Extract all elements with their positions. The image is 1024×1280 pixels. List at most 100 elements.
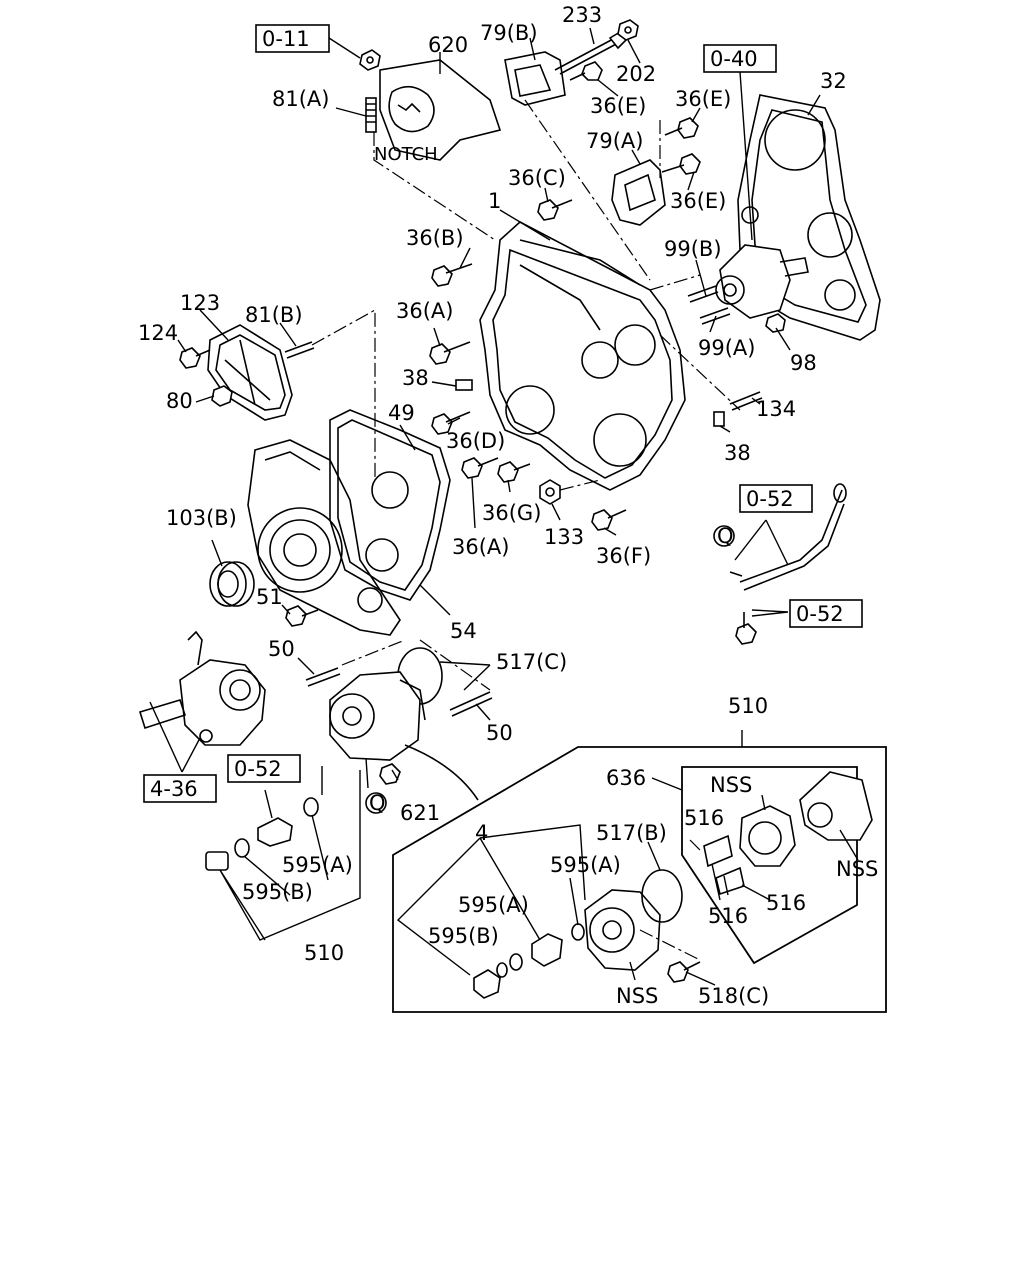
- label-36b: 36(B): [406, 226, 464, 250]
- svg-text:Q: Q: [717, 524, 734, 548]
- stud-99a: [699, 307, 731, 325]
- label-36f: 36(F): [596, 544, 651, 568]
- cover-123: [207, 324, 293, 421]
- label-123: 123: [180, 291, 220, 315]
- washer-595b-left: [234, 838, 250, 858]
- ref-box-0-52-left[interactable]: 0-52: [227, 754, 301, 783]
- label-124: 124: [138, 321, 178, 345]
- inset-rotor-nss: [739, 805, 796, 867]
- pin-38-left: [455, 379, 473, 391]
- svg-text:0-52: 0-52: [746, 487, 794, 511]
- nut-202-icon: [617, 19, 639, 41]
- inset-vacuum-pump: [584, 889, 661, 971]
- label-620: 620: [428, 33, 468, 57]
- seal-103b: [209, 561, 255, 607]
- inset-shaft-nss: [799, 771, 873, 841]
- label-595a-left: 595(A): [282, 853, 353, 877]
- vacuum-pump-left: [138, 630, 266, 746]
- nut-0-11-icon: [359, 49, 381, 71]
- label-595a-inset2: 595(A): [458, 893, 529, 917]
- label-202: 202: [616, 62, 656, 86]
- gear-case-32: [737, 94, 881, 341]
- label-49: 49: [388, 401, 415, 425]
- label-134: 134: [756, 397, 796, 421]
- gasket-620: [379, 59, 502, 161]
- gasket-49: [329, 409, 451, 601]
- label-4: 4: [475, 821, 488, 845]
- part-labels: 233 79(B) 620 202 81(A) 36(E) 36(E) 32 7…: [138, 3, 878, 1008]
- label-36e-mid: 36(E): [670, 189, 726, 213]
- label-99a: 99(A): [698, 336, 755, 360]
- bolt-124: [179, 347, 211, 369]
- label-518c: 518(C): [698, 984, 769, 1008]
- front-cover-54: [247, 439, 409, 636]
- nut-80-icon: [211, 385, 233, 407]
- svg-text:0-11: 0-11: [262, 27, 310, 51]
- stud-81b: [284, 341, 315, 359]
- label-517c: 517(C): [496, 650, 567, 674]
- label-516-c: 516: [766, 891, 806, 915]
- label-79b: 79(B): [480, 21, 538, 45]
- pump-99: [715, 244, 809, 319]
- ref-box-0-52-top[interactable]: 0-52: [739, 484, 813, 513]
- inset-fitting-595a: [509, 923, 585, 971]
- label-36a-bottom: 36(A): [452, 535, 509, 559]
- bolt-36a-top: [429, 341, 471, 365]
- bolt-36c: [537, 199, 573, 221]
- bolt-0-52-mid: [735, 612, 757, 645]
- q-marker-left: Q: [365, 791, 387, 815]
- stud-99b: [687, 285, 719, 303]
- q-marker-right: Q: [713, 524, 735, 548]
- inset-vane-516-b: [715, 866, 745, 896]
- bolt-36b: [431, 263, 473, 287]
- bolt-36f: [591, 509, 627, 531]
- bolt-621: [379, 763, 401, 785]
- pin-38-right: [713, 411, 725, 427]
- inset-frame-510: [392, 746, 887, 1013]
- stud-50-left: [305, 667, 341, 687]
- label-36a-top: 36(A): [396, 299, 453, 323]
- label-510-top: 510: [728, 694, 768, 718]
- stud-81a: [365, 97, 377, 133]
- bolt-36e-top: [569, 61, 603, 81]
- inset-bolt-518c: [667, 961, 701, 983]
- svg-text:0-52: 0-52: [796, 602, 844, 626]
- label-54: 54: [450, 619, 477, 643]
- label-32: 32: [820, 69, 847, 93]
- svg-text:4-36: 4-36: [150, 777, 198, 801]
- inset-vane-516-a: [703, 834, 733, 868]
- leader-lines: [149, 27, 859, 986]
- label-36e-top: 36(E): [590, 94, 646, 118]
- bolt-51: [285, 605, 319, 627]
- label-36g: 36(G): [482, 501, 541, 525]
- bolt-36e-right: [664, 117, 699, 139]
- label-517b: 517(B): [596, 821, 667, 845]
- ref-box-0-11[interactable]: 0-11: [255, 24, 330, 53]
- inset-plug-595b: [473, 962, 508, 999]
- bolt-36d: [431, 411, 471, 435]
- bolt-36e-mid: [661, 153, 701, 175]
- fitting-0-52-left: [257, 817, 293, 847]
- inset-o-ring-517b: [641, 869, 683, 923]
- label-99b: 99(B): [664, 237, 722, 261]
- label-nss-right: NSS: [836, 857, 878, 881]
- label-595a-inset: 595(A): [550, 853, 621, 877]
- label-38-right: 38: [724, 441, 751, 465]
- svg-text:0-40: 0-40: [710, 47, 758, 71]
- label-36d: 36(D): [446, 429, 505, 453]
- ref-box-0-40[interactable]: 0-40: [703, 44, 777, 73]
- label-103b: 103(B): [166, 506, 237, 530]
- label-595b-inset: 595(B): [428, 924, 499, 948]
- ref-box-4-36[interactable]: 4-36: [143, 774, 217, 803]
- washer-595a-left: [303, 797, 319, 817]
- label-81b: 81(B): [245, 303, 303, 327]
- label-51: 51: [256, 585, 283, 609]
- stud-50-right: [449, 691, 493, 717]
- label-595b-left: 595(B): [242, 880, 313, 904]
- svg-text:Q: Q: [369, 791, 386, 815]
- timing-case-1: [479, 221, 686, 491]
- plug-left: [205, 851, 229, 871]
- ref-box-0-52-mid[interactable]: 0-52: [789, 599, 863, 628]
- label-nss-bottom: NSS: [616, 984, 658, 1008]
